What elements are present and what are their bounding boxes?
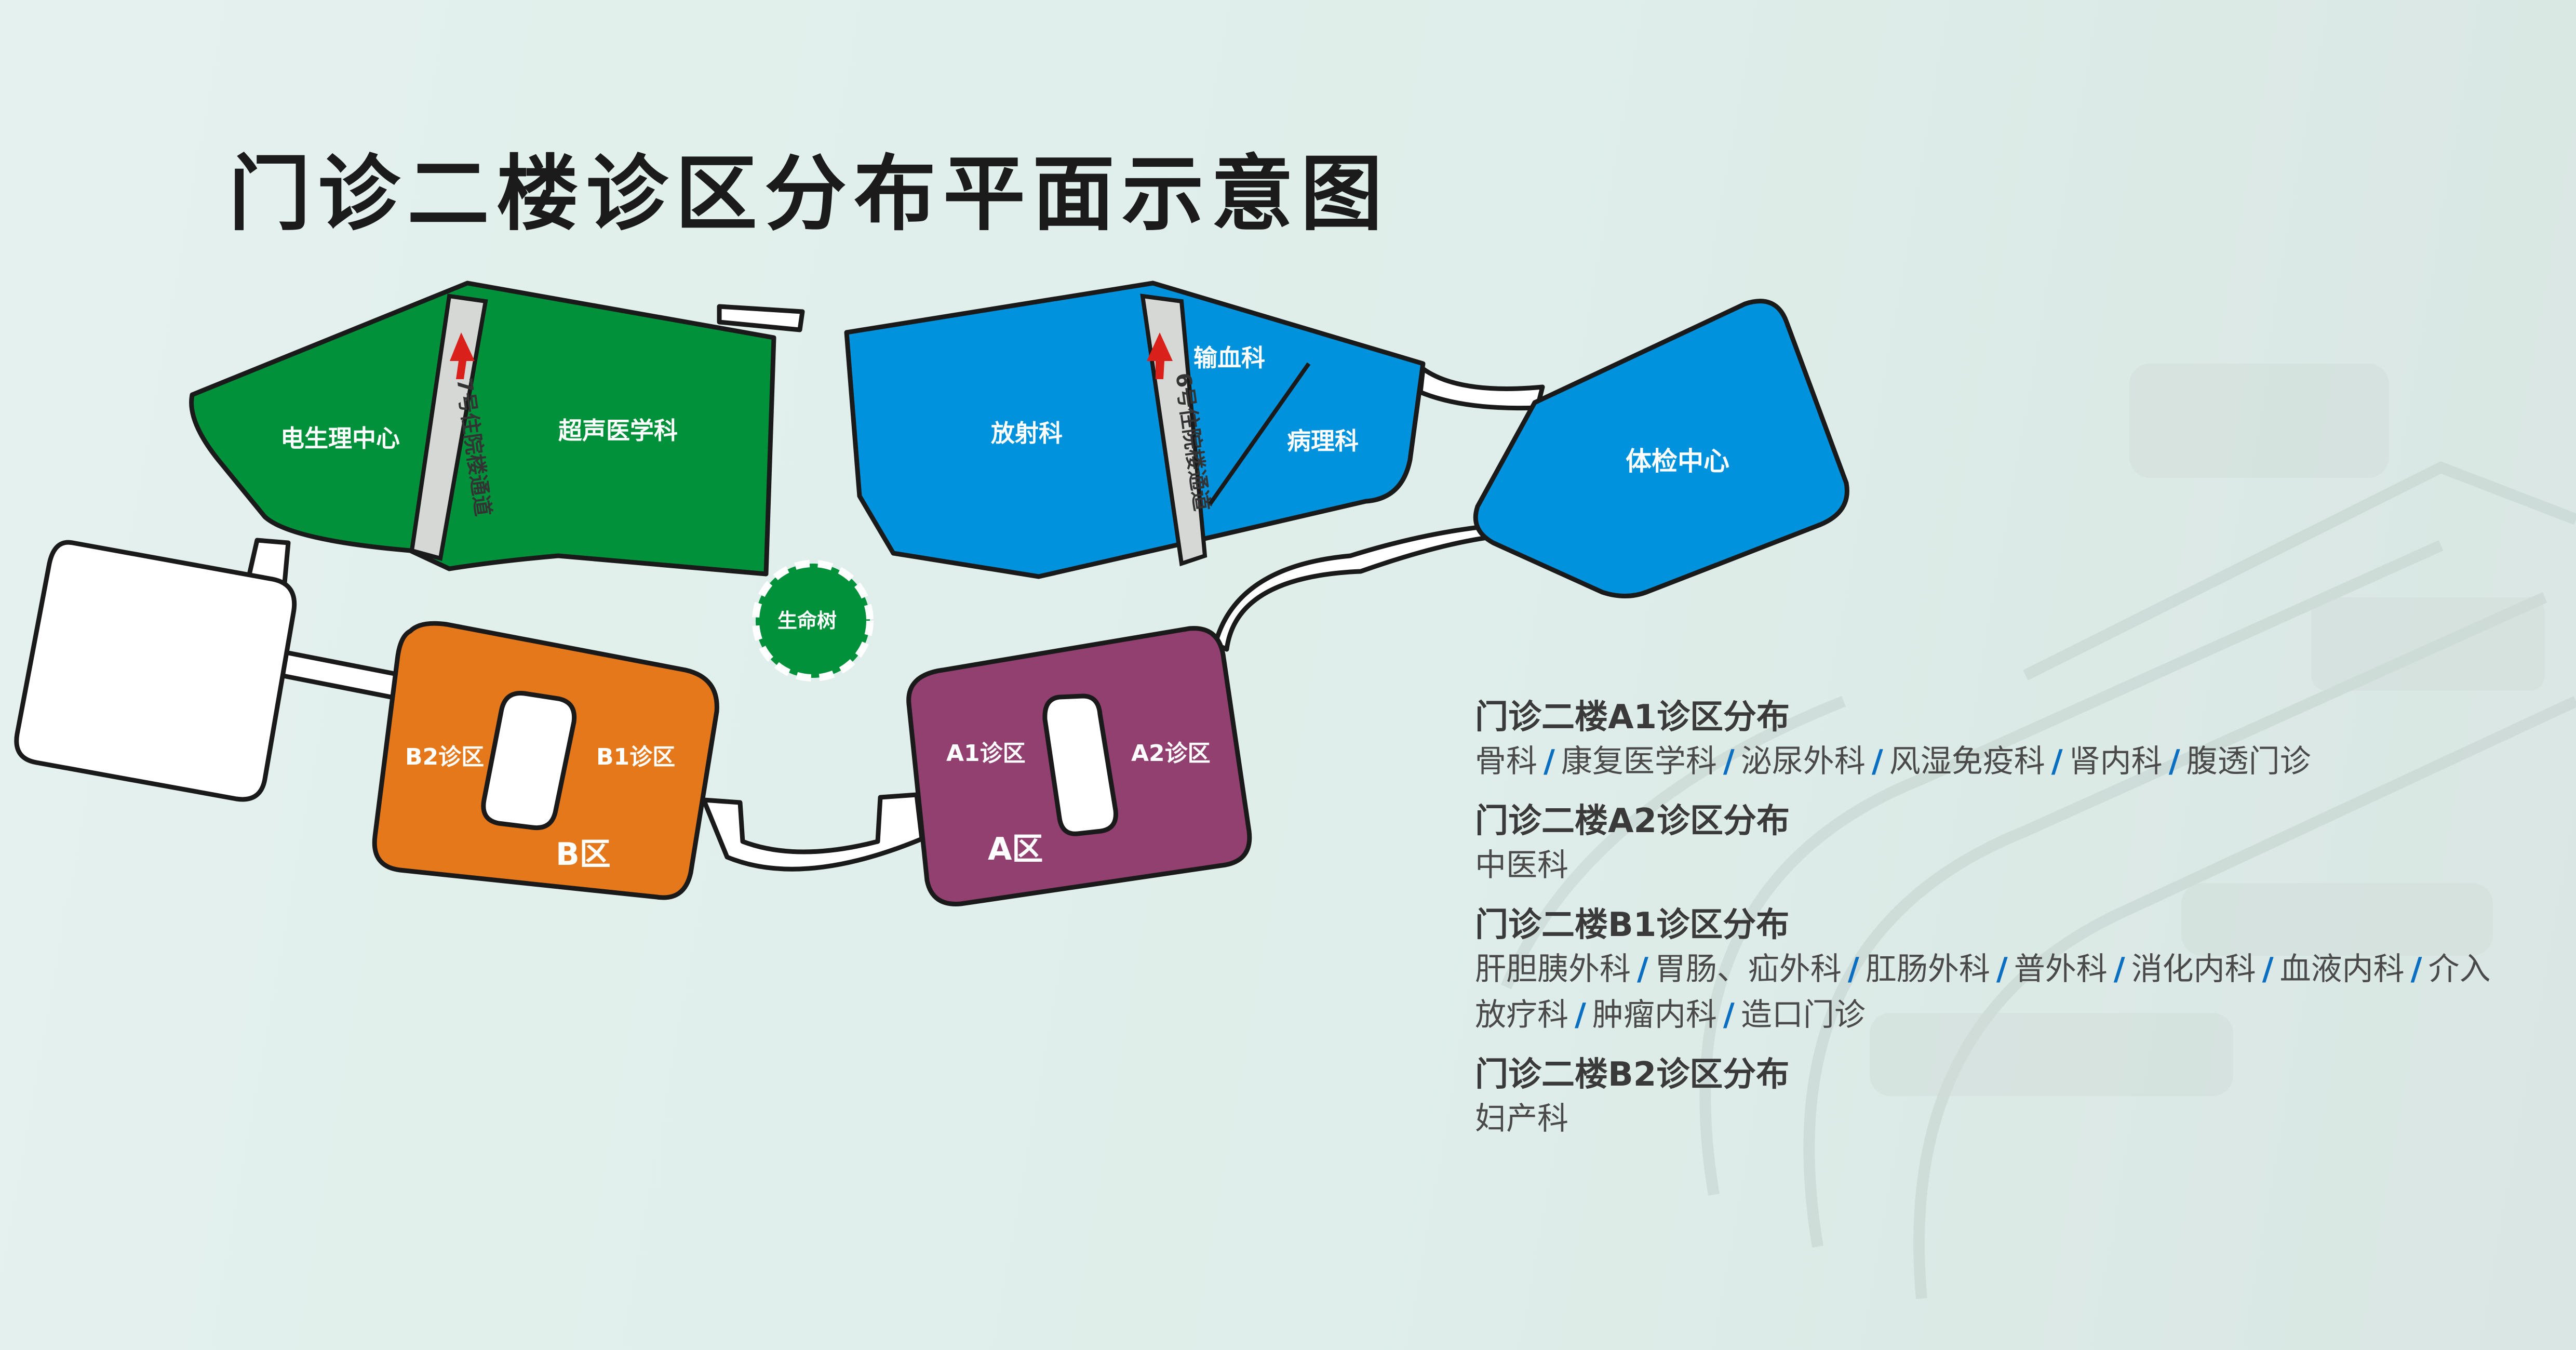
department-name[interactable]: 肾内科 — [2069, 743, 2163, 780]
corridor-6-arrow — [1147, 332, 1173, 379]
central-bottom-connector — [701, 792, 924, 872]
green-building-block[interactable] — [189, 280, 776, 577]
zone-b-label: B区 — [556, 836, 611, 873]
checkup-center-label: 体检中心 — [1626, 446, 1729, 476]
b1-clinic-label: B1诊区 — [596, 744, 675, 770]
department-name[interactable]: 中医科 — [1475, 847, 1568, 884]
blue-building-block[interactable] — [844, 280, 1426, 579]
legend-section-title: 门诊二楼A1诊区分布 — [1475, 698, 1790, 737]
department-name[interactable]: 肝胆胰外科 — [1475, 951, 1631, 987]
a1-clinic-label: A1诊区 — [946, 740, 1026, 767]
separator: / — [2262, 951, 2274, 987]
zone-a-label: A区 — [988, 831, 1043, 867]
department-name[interactable]: 消化内科 — [2131, 951, 2256, 987]
department-name[interactable]: 腹透门诊 — [2186, 743, 2311, 780]
a2-clinic-label: A2诊区 — [1131, 740, 1211, 767]
legend-section-title: 门诊二楼B2诊区分布 — [1475, 1055, 1790, 1094]
separator: / — [1847, 951, 1859, 987]
page-title: 门诊二楼诊区分布平面示意图 — [229, 146, 1390, 242]
corridor-7-arrow — [450, 332, 475, 379]
department-name[interactable]: 康复医学科 — [1561, 743, 1717, 780]
legend-section-items: 妇产科 — [1475, 1096, 2493, 1142]
department-name[interactable]: 胃肠、疝外科 — [1654, 951, 1842, 987]
east-connector — [1213, 522, 1511, 652]
transfusion-pathology-divider — [1208, 362, 1311, 505]
life-tree-marker[interactable] — [752, 560, 874, 681]
department-name[interactable]: 骨科 — [1475, 743, 1537, 780]
department-name[interactable]: 普外科 — [2014, 951, 2108, 987]
department-name[interactable]: 造口门诊 — [1740, 997, 1866, 1033]
separator: / — [1575, 997, 1586, 1033]
separator: / — [2410, 951, 2422, 987]
separator: / — [1637, 951, 1648, 987]
separator: / — [1723, 743, 1735, 780]
west-connector — [278, 649, 405, 701]
department-name[interactable]: 妇产科 — [1475, 1101, 1568, 1137]
corridor-7[interactable] — [409, 293, 488, 562]
b2-clinic-label: B2诊区 — [405, 744, 484, 770]
legend-section-items: 中医科 — [1475, 843, 2493, 888]
electrophysiology-label: 电生理中心 — [280, 424, 400, 452]
checkup-center-building[interactable] — [1473, 299, 1849, 598]
department-name[interactable]: 风湿免疫科 — [1889, 743, 2045, 780]
separator: / — [2113, 951, 2125, 987]
department-name[interactable]: 泌尿外科 — [1740, 743, 1866, 780]
legend-section-title: 门诊二楼B1诊区分布 — [1475, 906, 1790, 944]
separator: / — [1996, 951, 2008, 987]
separator: / — [1544, 743, 1555, 780]
transfusion-label: 输血科 — [1193, 344, 1265, 372]
life-tree-label: 生命树 — [777, 609, 837, 632]
legend-section-items: 骨科/康复医学科/泌尿外科/风湿免疫科/肾内科/腹透门诊 — [1475, 739, 2493, 784]
separator: / — [1723, 997, 1735, 1033]
separator: / — [1871, 743, 1883, 780]
legend-section-items: 肝胆胰外科/胃肠、疝外科/肛肠外科/普外科/消化内科/血液内科/介入放疗科/肿瘤… — [1475, 946, 2493, 1038]
northeast-connector — [1418, 366, 1545, 411]
west-outline-building[interactable] — [14, 540, 297, 802]
separator: / — [2168, 743, 2180, 780]
zone-b-courtyard — [481, 690, 577, 831]
department-name[interactable]: 血液内科 — [2279, 951, 2405, 987]
department-name[interactable]: 介入放疗科 — [1475, 951, 2491, 1033]
ultrasound-label: 超声医学科 — [558, 417, 678, 445]
zone-a-courtyard — [1042, 693, 1118, 836]
legend-section-title: 门诊二楼A2诊区分布 — [1475, 802, 1790, 840]
separator: / — [2051, 743, 2063, 780]
north-connector — [717, 304, 805, 332]
pathology-label: 病理科 — [1287, 427, 1359, 455]
department-name[interactable]: 肛肠外科 — [1865, 951, 1990, 987]
radiology-label: 放射科 — [991, 419, 1063, 447]
clinic-distribution-legend: 门诊二楼A1诊区分布骨科/康复医学科/泌尿外科/风湿免疫科/肾内科/腹透门诊门诊… — [1475, 696, 2493, 1157]
department-name[interactable]: 肿瘤内科 — [1592, 997, 1717, 1033]
